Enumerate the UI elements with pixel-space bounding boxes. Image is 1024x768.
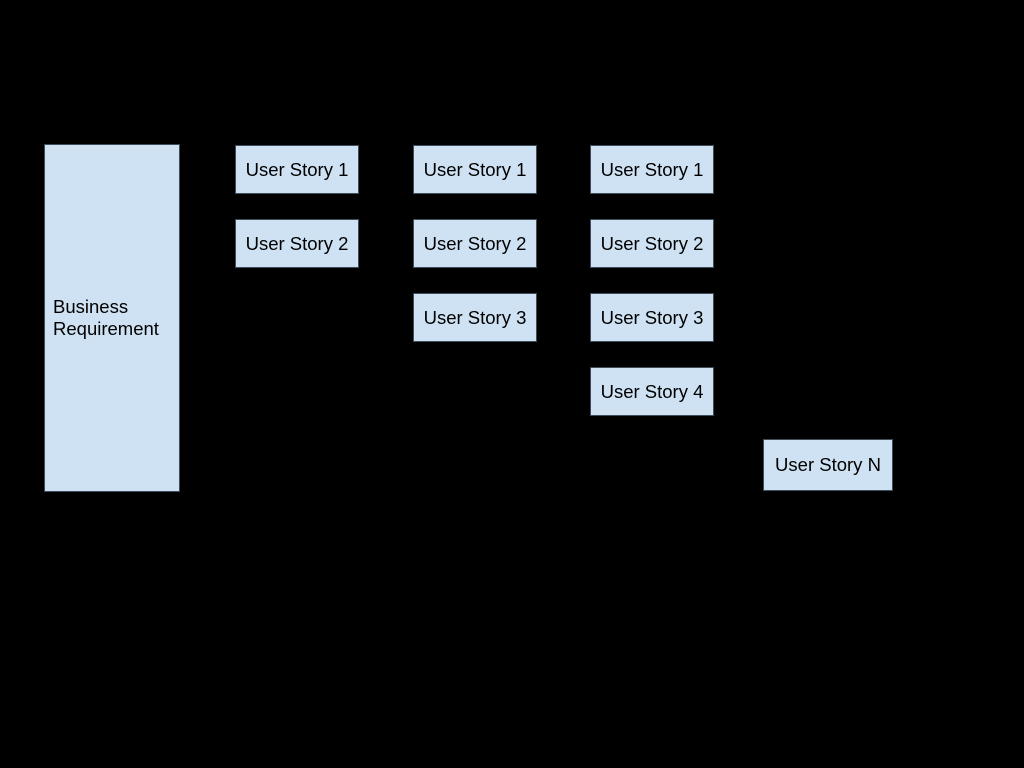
user-story-box-col2-1: User Story 1 (413, 145, 537, 194)
user-story-label: User Story 1 (600, 158, 704, 180)
user-story-box-col3-1: User Story 1 (590, 145, 714, 194)
user-story-box-col3-3: User Story 3 (590, 293, 714, 342)
user-story-label: User Story 2 (600, 232, 704, 254)
user-story-label: User Story 3 (600, 306, 704, 328)
user-story-label: User Story 2 (423, 232, 527, 254)
user-story-label: User Story 3 (423, 306, 527, 328)
user-story-label: User Story 1 (423, 158, 527, 180)
user-story-n-box: User Story N (763, 439, 893, 491)
user-story-box-col3-4: User Story 4 (590, 367, 714, 416)
user-story-box-col2-3: User Story 3 (413, 293, 537, 342)
user-story-box-col1-2: User Story 2 (235, 219, 359, 268)
business-requirement-box: Business Requirement (44, 144, 180, 492)
user-story-box-col3-2: User Story 2 (590, 219, 714, 268)
user-story-label: User Story 4 (600, 380, 704, 402)
user-story-label: User Story 1 (245, 158, 349, 180)
business-requirement-label: Business Requirement (53, 296, 159, 339)
user-story-box-col1-1: User Story 1 (235, 145, 359, 194)
user-story-label: User Story N (775, 454, 881, 475)
user-story-box-col2-2: User Story 2 (413, 219, 537, 268)
user-story-label: User Story 2 (245, 232, 349, 254)
